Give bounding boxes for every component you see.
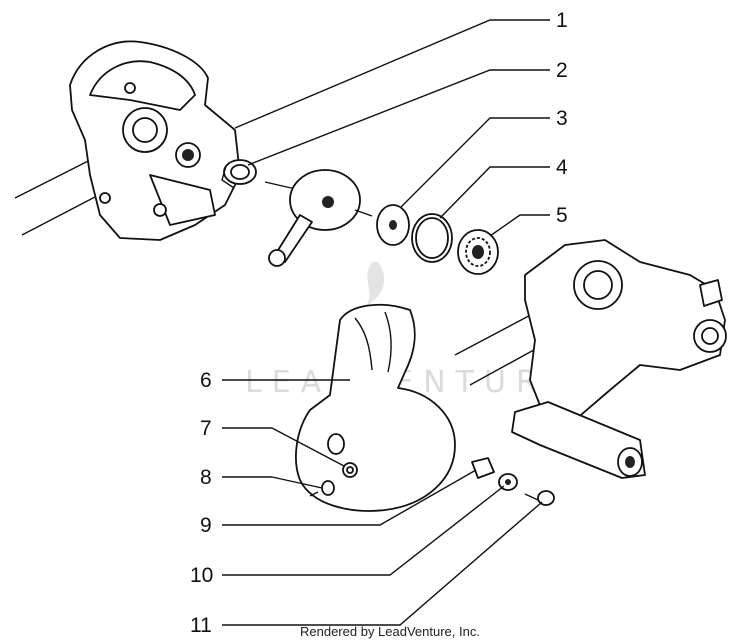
callout-4: 4: [556, 156, 568, 179]
roller-bearing: [221, 159, 257, 189]
crankshaft: [264, 169, 373, 267]
callout-2: 2: [556, 59, 568, 82]
callout-5: 5: [556, 204, 568, 227]
callout-10: 10: [190, 564, 213, 587]
callout-9: 9: [200, 514, 212, 537]
callout-6: 6: [200, 369, 212, 392]
crankshaft-washer: [376, 204, 410, 246]
screw: [524, 490, 555, 506]
left-crankcase-half: [14, 40, 241, 241]
callout-labels: 1 2 3 4 5 6 7 8 9 10 11: [190, 9, 568, 637]
cowling-rubber-grommet: [342, 462, 358, 478]
engine-cowling: [295, 303, 456, 512]
render-credit: Rendered by LeadVenture, Inc.: [300, 624, 480, 639]
callout-1: 1: [556, 9, 568, 32]
callout-7: 7: [200, 417, 212, 440]
right-crankcase-half: [454, 239, 727, 479]
o-ring: [411, 213, 453, 263]
ball-bearing: [457, 229, 499, 275]
callout-11: 11: [190, 614, 212, 637]
leader-lines: [222, 19, 550, 626]
callout-8: 8: [200, 466, 212, 489]
callout-3: 3: [556, 107, 568, 130]
spacer-plate: [471, 457, 495, 479]
